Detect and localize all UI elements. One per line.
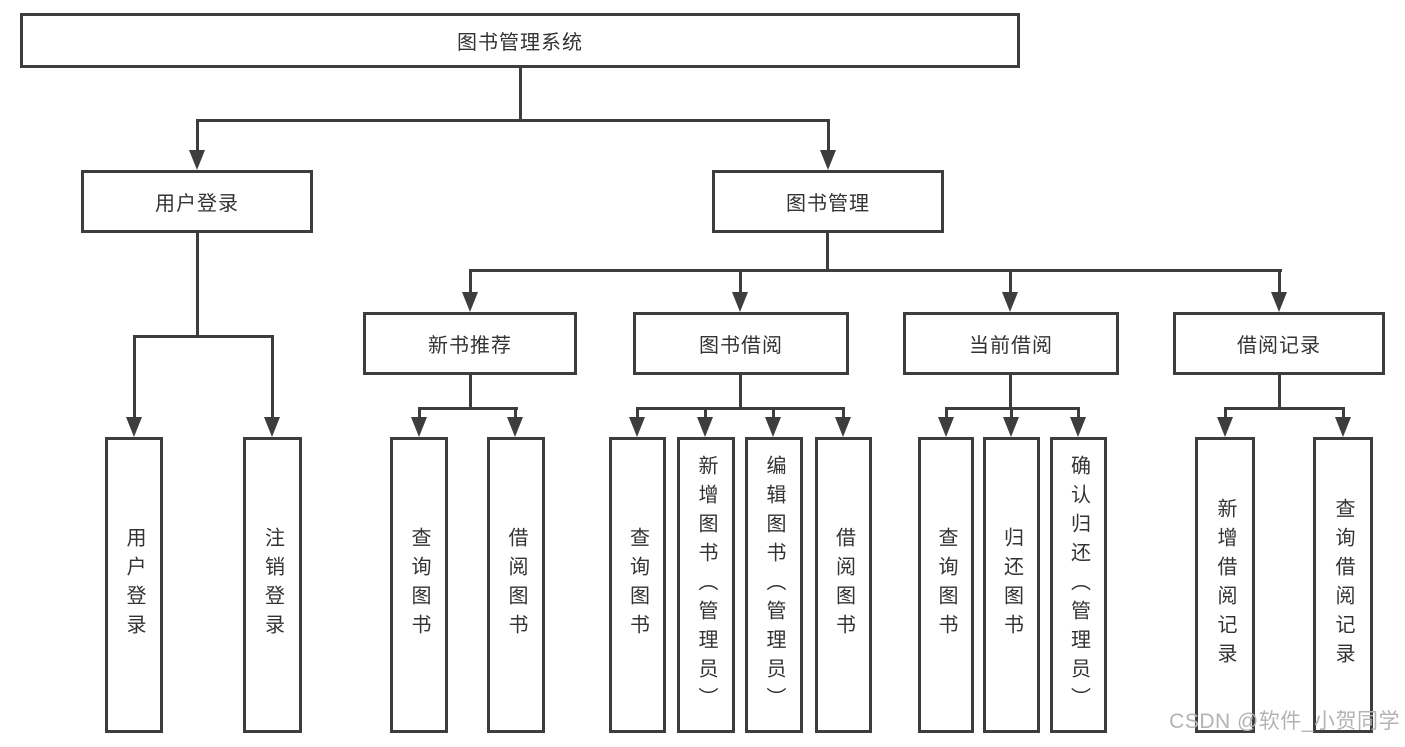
- node-label: 新书推荐: [428, 335, 512, 357]
- connector-current-shaft: [1077, 407, 1080, 417]
- connector-borrowing-stem: [739, 375, 742, 409]
- connector-borrowing-bar: [636, 407, 844, 410]
- connector-borrowing-shaft: [704, 407, 707, 417]
- connector-bookmgmt-shaft: [739, 269, 742, 292]
- leaf-label: 借阅图书: [505, 527, 527, 643]
- arrowhead-down-icon: [697, 417, 713, 437]
- node-borrowing-records: 借阅记录: [1173, 312, 1385, 375]
- arrowhead-down-icon: [1070, 417, 1086, 437]
- connector-current-stem: [1009, 375, 1012, 409]
- node-label: 借阅记录: [1237, 335, 1321, 357]
- connector-userlogin-bar: [133, 335, 274, 338]
- leaf-add-books-admin: 新增图书（管理员）: [677, 437, 735, 733]
- arrowhead-down-icon: [820, 150, 836, 170]
- leaf-label: 新增图书（管理员）: [695, 454, 717, 716]
- leaf-label: 确认归还（管理员）: [1067, 454, 1090, 716]
- arrowhead-down-icon: [835, 417, 851, 437]
- connector-bookmgmt-shaft: [1278, 269, 1281, 292]
- connector-records-shaft: [1342, 407, 1345, 417]
- leaf-label: 注销登录: [261, 527, 284, 643]
- leaf-borrow-books-newbooks: 借阅图书: [487, 437, 545, 733]
- connector-borrowing-shaft: [842, 407, 845, 417]
- node-user-login: 用户登录: [81, 170, 313, 233]
- leaf-label: 查询图书: [408, 527, 430, 643]
- connector-current-shaft: [1010, 407, 1013, 417]
- leaf-label: 归还图书: [1000, 527, 1023, 643]
- arrowhead-down-icon: [1003, 417, 1019, 437]
- leaf-logout: 注销登录: [243, 437, 302, 733]
- leaf-borrow-books-borrowing: 借阅图书: [815, 437, 872, 733]
- arrowhead-down-icon: [1335, 417, 1351, 437]
- connector-borrowing-shaft: [772, 407, 775, 417]
- connector-bookmgmt-shaft: [1009, 269, 1012, 292]
- arrowhead-down-icon: [462, 292, 478, 312]
- connector-root-right-shaft: [827, 119, 830, 150]
- connector-newbooks-shaft: [514, 407, 517, 417]
- connector-borrowing-shaft: [636, 407, 639, 417]
- leaf-query-borrow-record: 查询借阅记录: [1313, 437, 1373, 733]
- arrowhead-down-icon: [1271, 292, 1287, 312]
- connector-root-stem: [519, 68, 522, 121]
- connector-newbooks-bar: [418, 407, 518, 410]
- connector-userlogin-shaft: [271, 335, 274, 417]
- leaf-label: 查询借阅记录: [1332, 498, 1354, 672]
- connector-newbooks-stem: [469, 375, 472, 409]
- connector-bookmgmt-stem: [826, 233, 829, 271]
- leaf-return-books: 归还图书: [983, 437, 1040, 733]
- arrowhead-down-icon: [938, 417, 954, 437]
- connector-userlogin-stem: [196, 233, 199, 337]
- connector-records-shaft: [1224, 407, 1227, 417]
- arrowhead-down-icon: [629, 417, 645, 437]
- node-label: 图书借阅: [699, 335, 783, 357]
- connector-bookmgmt-shaft: [469, 269, 472, 292]
- arrowhead-down-icon: [264, 417, 280, 437]
- leaf-label: 借阅图书: [832, 527, 855, 643]
- connector-newbooks-shaft: [418, 407, 421, 417]
- arrowhead-down-icon: [732, 292, 748, 312]
- node-label: 图书管理: [786, 193, 870, 215]
- arrowhead-down-icon: [507, 417, 523, 437]
- connector-records-stem: [1278, 375, 1281, 409]
- leaf-label: 查询图书: [626, 527, 649, 643]
- leaf-label: 编辑图书（管理员）: [763, 454, 785, 716]
- leaf-confirm-return-admin: 确认归还（管理员）: [1050, 437, 1107, 733]
- connector-bookmgmt-bar: [469, 269, 1282, 272]
- arrowhead-down-icon: [411, 417, 427, 437]
- arrowhead-down-icon: [126, 417, 142, 437]
- node-label: 当前借阅: [969, 335, 1053, 357]
- leaf-label: 用户登录: [123, 527, 145, 643]
- leaf-query-books-newbooks: 查询图书: [390, 437, 448, 733]
- connector-userlogin-shaft: [133, 335, 136, 417]
- connector-root-left-shaft: [196, 119, 199, 150]
- leaf-edit-books-admin: 编辑图书（管理员）: [745, 437, 803, 733]
- arrowhead-down-icon: [1217, 417, 1233, 437]
- node-library-management-system: 图书管理系统: [20, 13, 1020, 68]
- connector-records-bar: [1224, 407, 1344, 410]
- node-label: 用户登录: [155, 193, 239, 215]
- leaf-user-login: 用户登录: [105, 437, 163, 733]
- leaf-label: 查询图书: [935, 527, 957, 643]
- node-new-book-recommendation: 新书推荐: [363, 312, 577, 375]
- leaf-label: 新增借阅记录: [1214, 498, 1236, 672]
- connector-current-shaft: [945, 407, 948, 417]
- node-current-borrowing: 当前借阅: [903, 312, 1119, 375]
- node-book-management: 图书管理: [712, 170, 944, 233]
- arrowhead-down-icon: [765, 417, 781, 437]
- node-book-borrowing: 图书借阅: [633, 312, 849, 375]
- leaf-add-borrow-record: 新增借阅记录: [1195, 437, 1255, 733]
- leaf-query-books-borrowing: 查询图书: [609, 437, 666, 733]
- connector-root-bar: [196, 119, 830, 122]
- leaf-query-books-current: 查询图书: [918, 437, 974, 733]
- arrowhead-down-icon: [1002, 292, 1018, 312]
- node-label: 图书管理系统: [457, 32, 583, 54]
- arrowhead-down-icon: [189, 150, 205, 170]
